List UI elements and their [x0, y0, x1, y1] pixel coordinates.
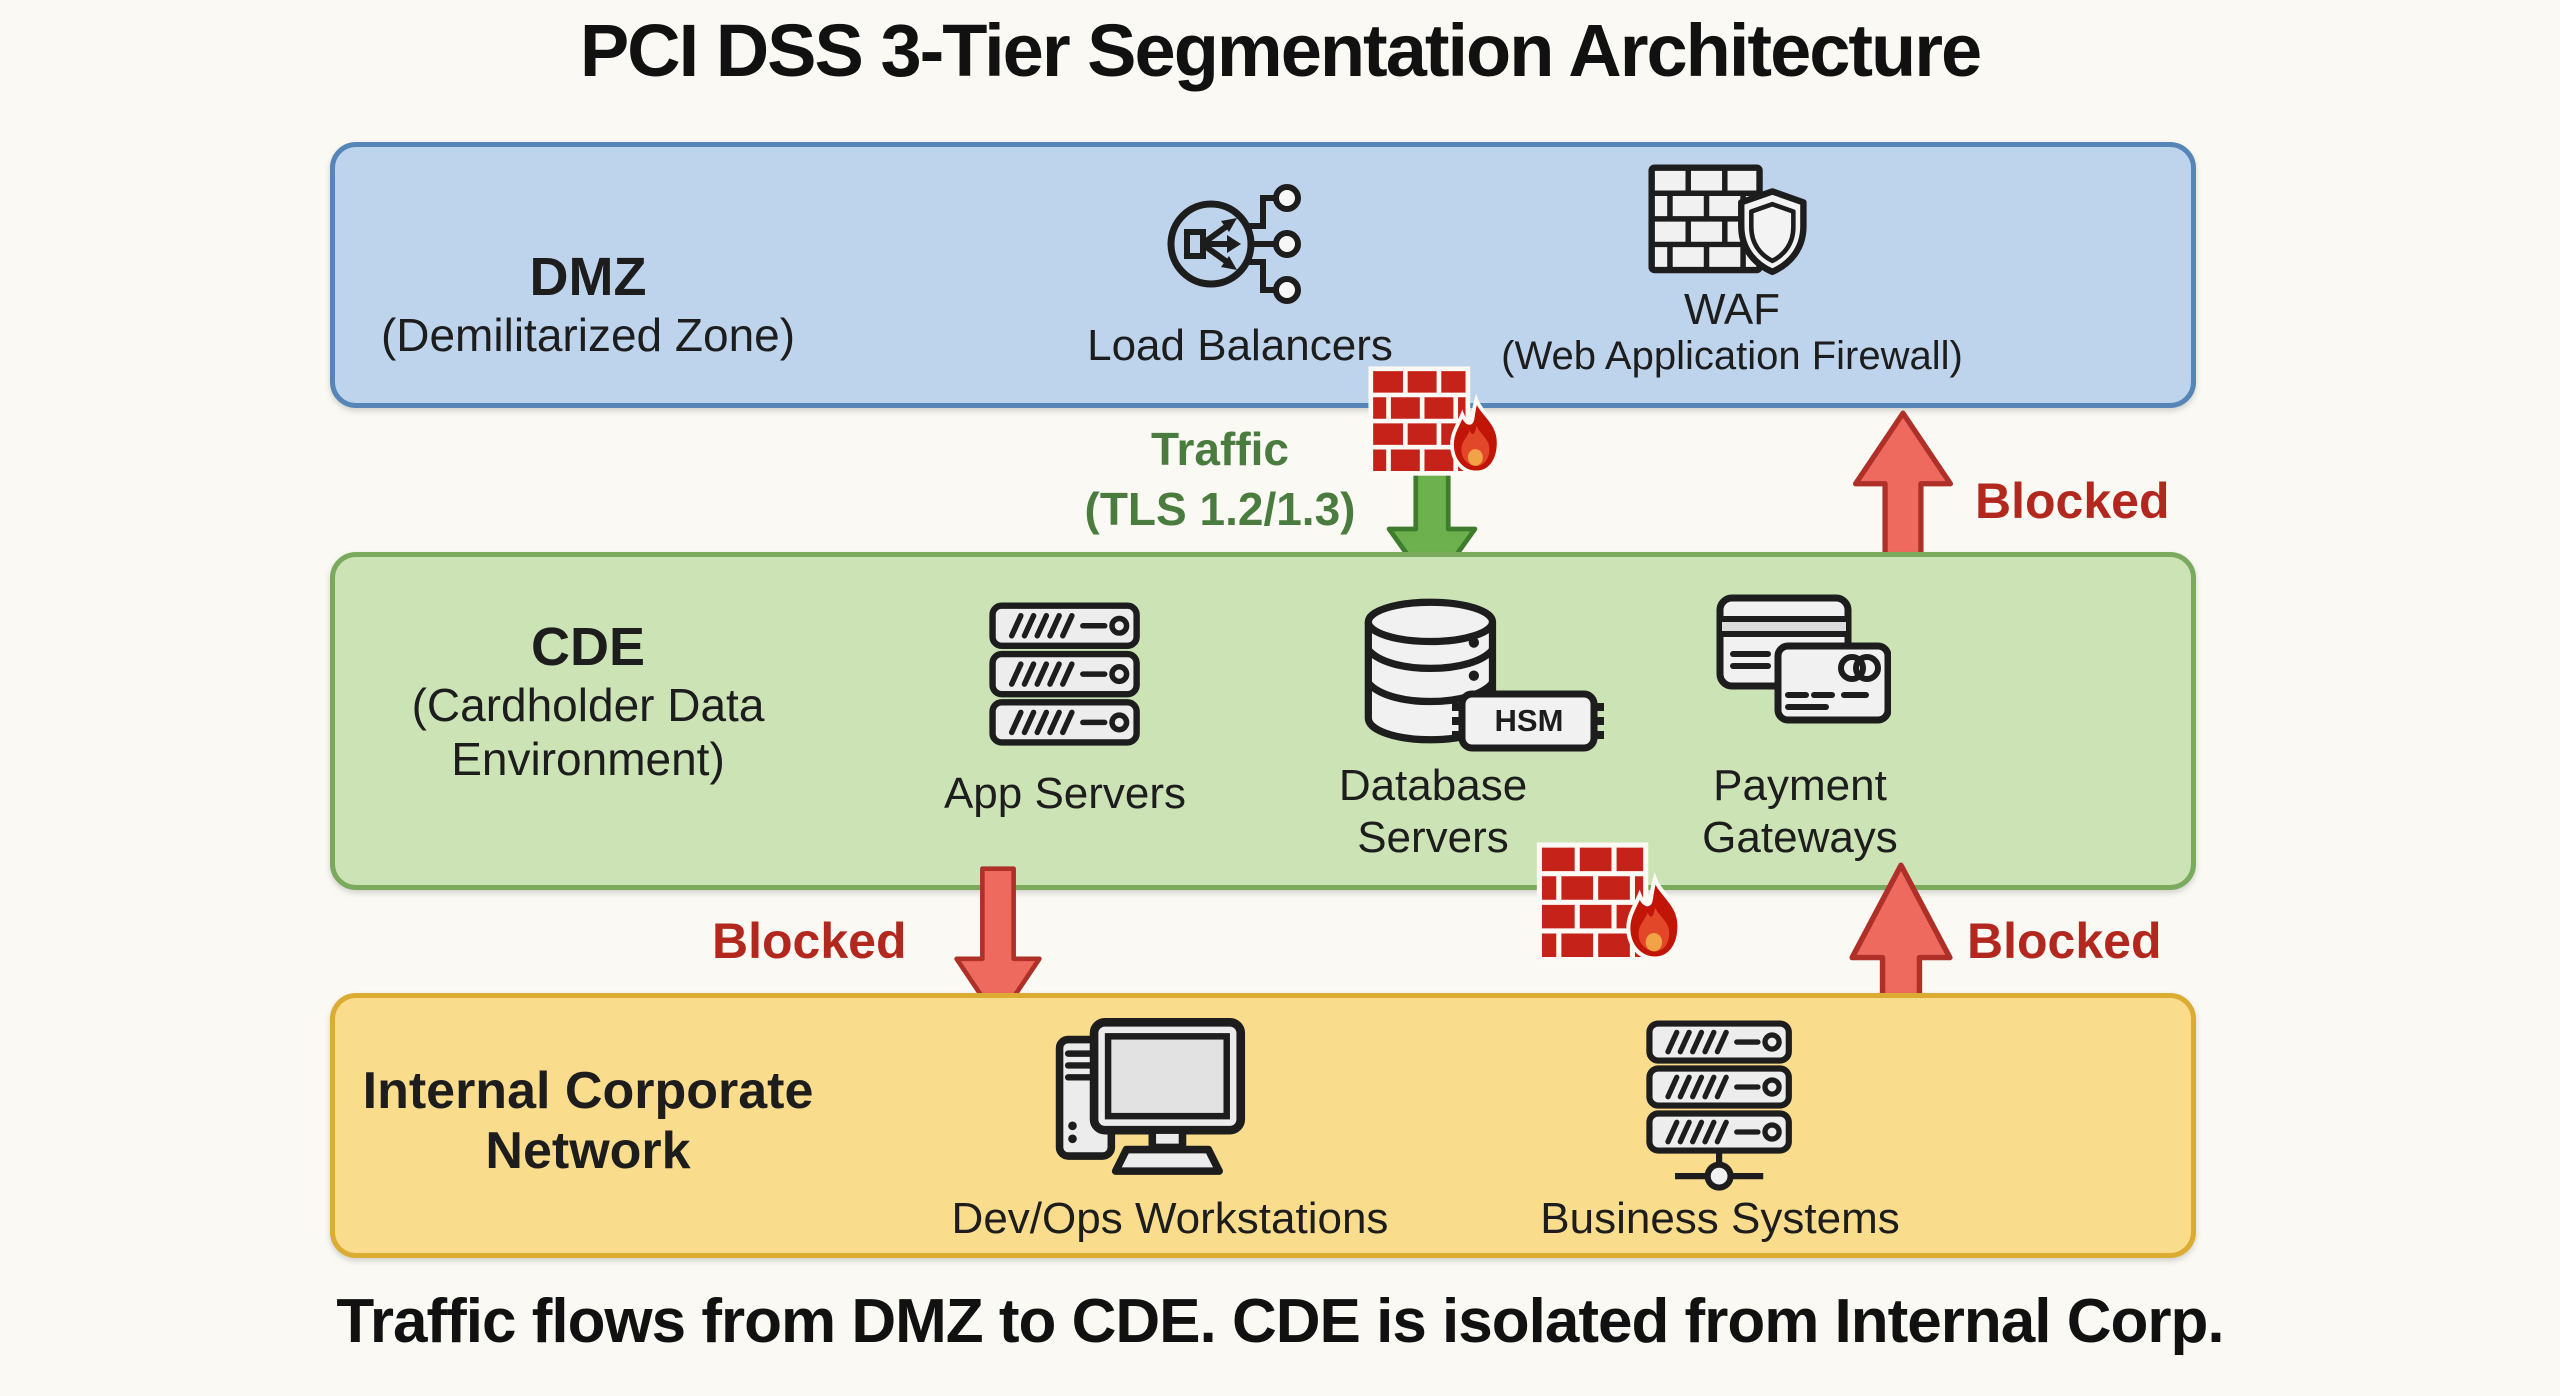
firewall-flame-icon-bottom [1536, 842, 1682, 963]
firewall-flame-icon-top [1368, 366, 1501, 476]
waf-label: WAF [1683, 285, 1781, 334]
load-balancer-icon [1167, 184, 1301, 304]
load-balancers-label: Load Balancers [1087, 321, 1393, 370]
hsm-chip-icon: HSM [1452, 690, 1604, 752]
zone-cde-subtitle: (Cardholder Data Environment) [411, 679, 765, 786]
zone-internal-name: Internal Corporate Network [362, 1062, 814, 1180]
zone-cde-name: CDE [530, 617, 645, 677]
blocked-label-top: Blocked [1975, 473, 2170, 529]
workstation-icon [1055, 1018, 1246, 1175]
hsm-chip-label: HSM [1494, 703, 1564, 738]
zone-cde-label: CDE (Cardholder Data Environment) [368, 616, 808, 787]
devops-workstations-label: Dev/Ops Workstations [951, 1194, 1389, 1243]
firewall-shield-icon [1648, 164, 1807, 276]
server-stack-icon [989, 602, 1140, 746]
page-title: PCI DSS 3-Tier Segmentation Architecture [579, 9, 1982, 92]
business-systems-label: Business Systems [1540, 1194, 1900, 1243]
traffic-flow-label: Traffic (TLS 1.2/1.3) [1020, 420, 1420, 540]
zone-dmz-name: DMZ [529, 247, 647, 307]
credit-cards-icon [1716, 594, 1891, 724]
zone-dmz-subtitle: (Demilitarized Zone) [380, 309, 796, 362]
database-servers-label: Database Servers [1338, 761, 1528, 862]
zone-dmz-label: DMZ (Demilitarized Zone) [338, 246, 838, 362]
zone-internal-label: Internal Corporate Network [288, 1062, 888, 1182]
waf-subtitle: (Web Application Firewall) [1501, 334, 1963, 378]
blocked-label-bottom-left: Blocked [712, 913, 907, 969]
traffic-flow-label-line1: Traffic [1150, 423, 1290, 475]
zone-internal [330, 993, 2196, 1258]
blocked-up-arrow-top [1852, 410, 1954, 568]
blocked-down-arrow [954, 866, 1042, 1023]
app-servers-label: App Servers [943, 769, 1187, 818]
server-network-icon [1646, 1020, 1792, 1191]
diagram-caption: Traffic flows from DMZ to CDE. CDE is is… [336, 1287, 2224, 1356]
traffic-flow-label-line2: (TLS 1.2/1.3) [1084, 482, 1356, 535]
payment-gateways-label: Payment Gateways [1702, 761, 1898, 862]
blocked-label-bottom-right: Blocked [1967, 913, 2162, 969]
